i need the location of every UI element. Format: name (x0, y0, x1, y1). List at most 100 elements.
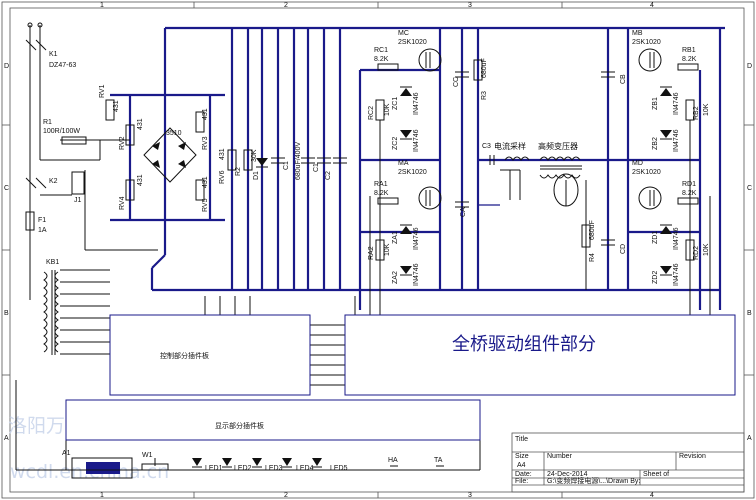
zone-left-c: C (4, 185, 9, 192)
r2-label: R2 (235, 167, 242, 176)
hf-transformer-label: 高频变压器 (538, 141, 578, 151)
zone-top-2: 2 (284, 2, 288, 9)
display-board: 显示部分插件板 (65, 399, 481, 441)
rb2-label: RB2 (693, 106, 700, 120)
r1-label: R1 (43, 119, 52, 126)
rv4-label: RV4 (119, 196, 126, 210)
r3-value: 680uF (481, 58, 488, 78)
control-board: 控制部分插件板 (109, 314, 311, 396)
c1-label: C1 (313, 163, 320, 172)
rd1-label: RD1 (682, 181, 696, 188)
zc2-part: IN4746 (413, 129, 420, 152)
md-label: MD (632, 160, 643, 167)
ma-part: 2SK1020 (398, 169, 427, 176)
zone-bottom-1: 1 (100, 492, 104, 499)
zone-left-d: D (4, 63, 9, 70)
zone-right-b: B (747, 310, 752, 317)
rc2-value: 10K (384, 103, 391, 116)
ma-label: MA (398, 160, 409, 167)
rv1-value: 431 (113, 100, 120, 112)
f1-value: 1A (38, 227, 47, 234)
bus-wires (110, 26, 725, 310)
rc2-label: RC2 (368, 106, 375, 120)
za2-label: ZA2 (392, 271, 399, 284)
zone-right-a: A (747, 435, 752, 442)
za1-part: IN4746 (413, 227, 420, 250)
rc1-value: 8.2K (374, 56, 389, 63)
rb1-value: 8.2K (682, 56, 697, 63)
size-value: A4 (517, 462, 526, 469)
zd2-part: IN4746 (673, 263, 680, 286)
left-half-bridge: MC 2SK1020 RC1 8.2K RC2 10K ZC1 IN4746 Z… (368, 30, 488, 286)
md-part: 2SK1020 (632, 169, 661, 176)
revision-label: Revision (679, 453, 706, 460)
zone-top-3: 3 (468, 2, 472, 9)
zb1-label: ZB1 (652, 97, 659, 110)
za1-label: ZA1 (392, 231, 399, 244)
zd2-label: ZD2 (652, 271, 659, 284)
d1-label: D1 (253, 171, 260, 180)
mc-part: 2SK1020 (398, 39, 427, 46)
file-value: G:\变频焊接电源\...\Drawn By: (547, 476, 640, 485)
k1-model: DZ47-63 (49, 62, 76, 69)
rc1-label: RC1 (374, 47, 388, 54)
k2-label: K2 (49, 178, 58, 185)
bridge-label: 3510 (166, 130, 182, 137)
rv3-value: 431 (202, 108, 209, 120)
led4-label: LED4 (296, 465, 314, 472)
bridge-drive-board: 全桥驱动组件部分 (344, 314, 736, 396)
zone-top-4: 4 (650, 2, 654, 9)
ca-label: CA (460, 207, 467, 217)
kb1-label: KB1 (46, 259, 59, 266)
zd1-part: IN4746 (673, 227, 680, 250)
signal-wires (15, 25, 711, 470)
f1-label: F1 (38, 217, 46, 224)
k1-label: K1 (49, 51, 58, 58)
rd2-value: 10K (703, 243, 710, 256)
zone-right-c: C (747, 185, 752, 192)
control-board-label: 控制部分插件板 (160, 351, 209, 360)
ra1-value: 8.2K (374, 190, 389, 197)
zone-left-b: B (4, 310, 9, 317)
rv6-label: RV6 (219, 170, 226, 184)
cc-label: CC (453, 77, 460, 87)
za2-part: IN4746 (413, 263, 420, 286)
r4-value: 680uF (589, 220, 596, 240)
front-panel: A1 W1 LED1 LED2 LED3 LED4 LED5 HA TA (16, 450, 480, 479)
mb-part: 2SK1020 (632, 39, 661, 46)
rv2-label: RV2 (119, 136, 126, 150)
r4-label: R4 (589, 253, 596, 262)
zc2-label: ZC2 (392, 137, 399, 150)
ta-label: TA (434, 457, 443, 464)
cb-label: CB (620, 74, 627, 84)
mc-label: MC (398, 30, 409, 37)
right-half-bridge: MB 2SK1020 RB1 8.2K CB ZB1 IN4746 ZB2 IN… (601, 30, 710, 286)
title-block: Title Size A4 Number Revision Date: 24-D… (511, 432, 745, 493)
size-label: Size (515, 453, 529, 460)
zone-right-d: D (747, 63, 752, 70)
led1-label: LED1 (205, 465, 223, 472)
zd1-label: ZD1 (652, 231, 659, 244)
input-section: K1 DZ47-63 R1 100R/100W K2 J1 F1 1A KB1 (25, 22, 87, 355)
rb2-value: 10K (703, 103, 710, 116)
r1-value: 100R/100W (43, 128, 80, 135)
zone-bottom-2: 2 (284, 492, 288, 499)
current-sample-label: 电流采样 (494, 141, 526, 151)
c3-label: C3 (482, 143, 491, 150)
zone-top-1: 1 (100, 2, 104, 9)
rv6-value: 431 (219, 148, 226, 160)
bridge-rectifier: RV1 431 RV2 431 RV4 431 RV3 431 RV5 431 … (99, 84, 209, 212)
rd2-label: RD2 (693, 246, 700, 260)
zb1-part: IN4746 (673, 92, 680, 115)
title-label: Title (515, 436, 528, 443)
w1-label: W1 (142, 452, 153, 459)
a1-label: A1 (62, 450, 71, 457)
file-label: File: (515, 478, 528, 485)
zone-bottom-4: 4 (650, 492, 654, 499)
ra1-label: RA1 (374, 181, 388, 188)
led2-label: LED2 (234, 465, 252, 472)
date-value: 24-Dec-2014 (547, 471, 588, 478)
r3-label: R3 (481, 91, 488, 100)
transformer-section: C3 电流采样 高频变压器 R4 680uF (482, 141, 596, 262)
